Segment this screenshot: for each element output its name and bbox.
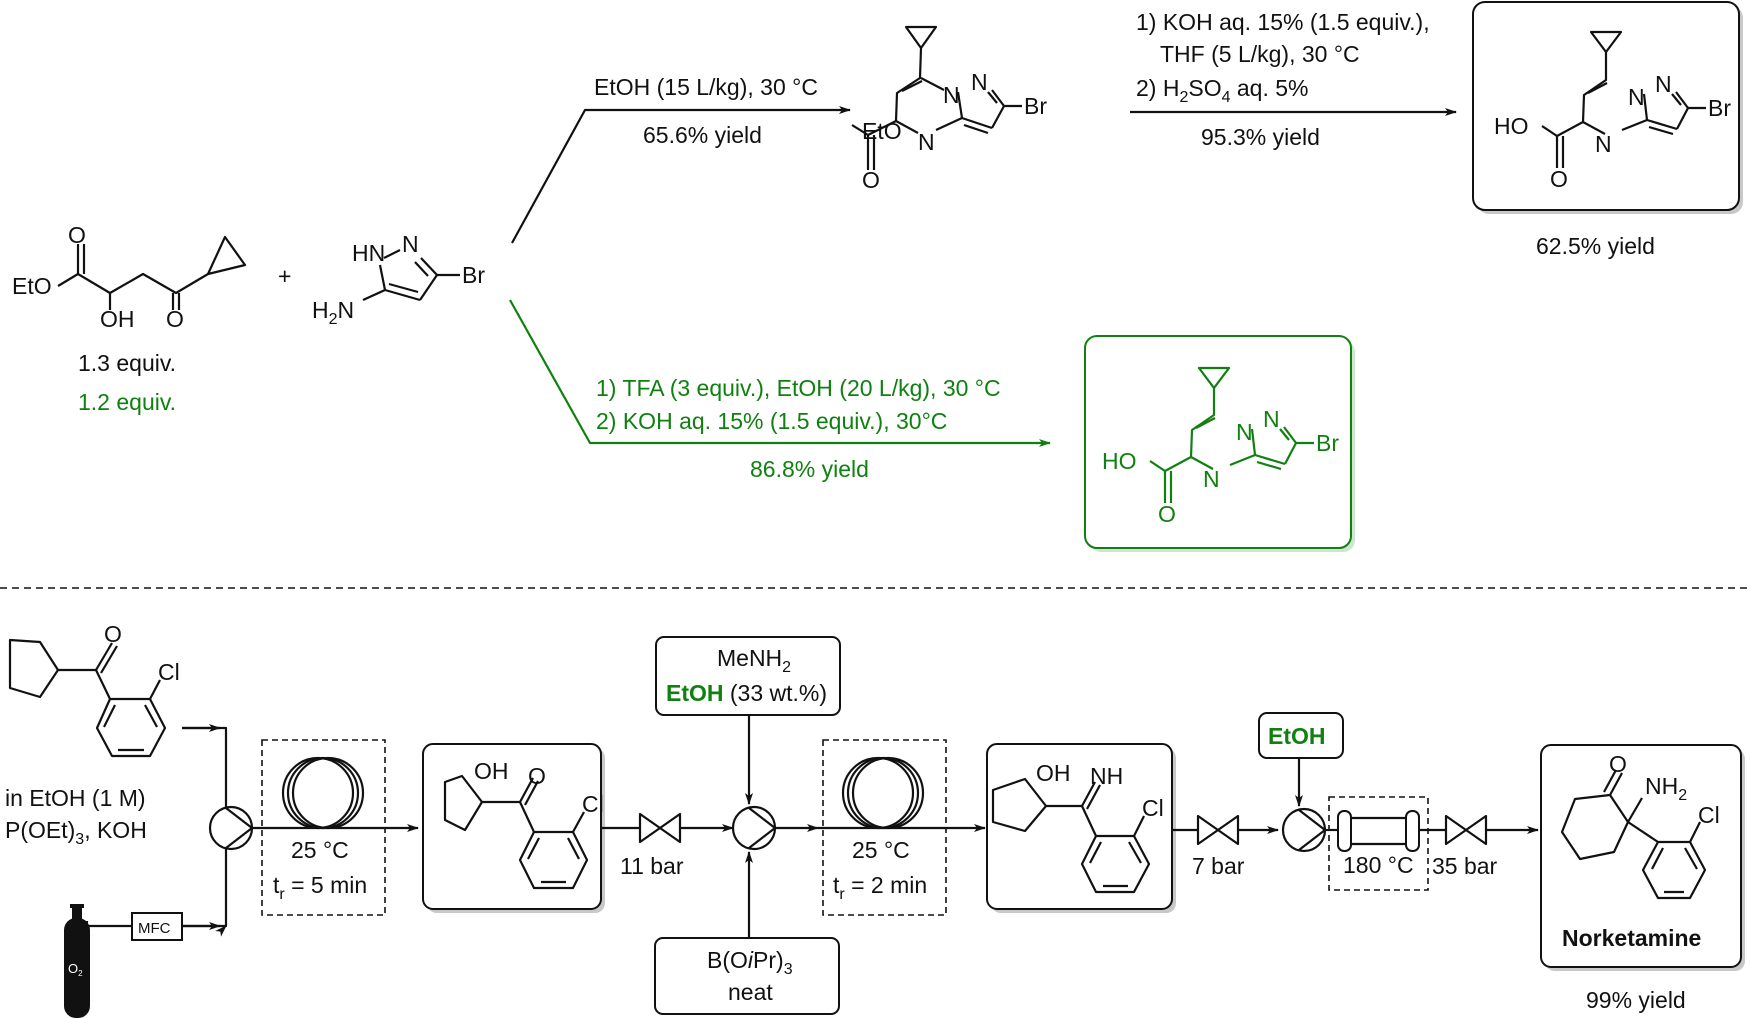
- label-n2: N: [1263, 406, 1280, 432]
- intermediate-ester: EtO O N N N Br: [851, 25, 1047, 193]
- product-name: Norketamine: [1562, 925, 1701, 951]
- intermediate2-box: OH NH Cl: [986, 743, 1176, 913]
- route1-step1-conditions: EtOH (15 L/kg), 30 °C: [594, 74, 818, 100]
- label-n1: N: [1628, 84, 1645, 110]
- pump-1-icon: [208, 805, 254, 851]
- reactant1-equiv-original: 1.3 equiv.: [78, 350, 176, 376]
- label-n3: N: [918, 129, 935, 155]
- arrow-route2: [509, 299, 1051, 447]
- tube-reactor-icon: [1337, 810, 1420, 852]
- norketamine-box: O NH2 Cl Norketamine: [1540, 744, 1745, 971]
- ethanol-feed-label: EtOH: [1268, 723, 1326, 749]
- label-n3: N: [1595, 131, 1612, 157]
- label-n1: N: [1236, 419, 1253, 445]
- amine-feed-line1: MeNH2: [717, 645, 791, 676]
- mfc-label: MFC: [138, 920, 171, 937]
- back-pressure-regulator-3-icon: [1444, 814, 1488, 846]
- label-nh: NH: [1090, 763, 1123, 789]
- route1-step2-yield: 95.3% yield: [1201, 124, 1320, 150]
- label-h2n-h: H2N: [312, 297, 354, 328]
- label-n2: N: [1655, 71, 1672, 97]
- arrow-route1-step1: [511, 106, 851, 244]
- borate-feed-line1: B(OiPr)3: [707, 947, 793, 978]
- label-nh2: NH2: [1645, 773, 1687, 804]
- label-n: N: [402, 231, 419, 257]
- label-oh: OH: [1036, 760, 1071, 786]
- pump-2-icon: [731, 805, 777, 851]
- reactor3-temp: 180 °C: [1343, 852, 1414, 878]
- label-ho: HO: [1494, 113, 1529, 139]
- route1-overall-yield: 62.5% yield: [1536, 233, 1655, 259]
- ethanol-feed-box: EtOH: [1258, 712, 1344, 759]
- product-box-improved: HO O N N N Br: [1084, 335, 1355, 552]
- feed1-reagents: P(OEt)3, KOH: [5, 817, 147, 848]
- label-o: O: [862, 167, 880, 193]
- coil-reactor-2-icon: [841, 756, 925, 830]
- label-cl: Cl: [582, 791, 604, 817]
- route1-step1-yield: 65.6% yield: [643, 122, 762, 148]
- intermediate1-box: OH O Cl: [422, 743, 605, 913]
- route1-step2-line2: THF (5 L/kg), 30 °C: [1160, 41, 1360, 67]
- reactor1-temp: 25 °C: [291, 837, 349, 863]
- label-o: O: [528, 763, 546, 789]
- label-cl: Cl: [1698, 802, 1720, 828]
- label-eto: EtO: [862, 118, 902, 144]
- oxygen-cylinder-icon: O2: [64, 904, 90, 1018]
- reactor2-temp: 25 °C: [852, 837, 910, 863]
- label-oh: OH: [474, 758, 509, 784]
- route2-line1: 1) TFA (3 equiv.), EtOH (20 L/kg), 30 °C: [596, 375, 1001, 401]
- back-pressure-regulator-1-icon: [638, 812, 682, 844]
- amine-feed-line2: EtOH (33 wt.%): [666, 680, 827, 706]
- route1-step2-line1: 1) KOH aq. 15% (1.5 equiv.),: [1136, 9, 1430, 35]
- label-cl: Cl: [158, 659, 180, 685]
- borate-feed-line2: neat: [728, 979, 773, 1005]
- feed1-solvent: in EtOH (1 M): [5, 785, 146, 811]
- pump-3-icon: [1281, 807, 1327, 853]
- route1-step2-line3: 2) H2SO4 aq. 5%: [1136, 75, 1309, 106]
- label-o: O: [1609, 751, 1627, 777]
- feed1-ketone: O Cl: [8, 621, 180, 758]
- label-o-ester: O: [68, 222, 86, 248]
- reactant-aminopyrazole: HN N Br H2N: [312, 231, 485, 328]
- flow-yield: 99% yield: [1586, 987, 1686, 1013]
- label-oh: OH: [100, 306, 135, 332]
- coil-reactor-1-icon: [281, 756, 365, 830]
- bpr2-pressure: 7 bar: [1192, 853, 1245, 879]
- back-pressure-regulator-2-icon: [1196, 814, 1240, 846]
- product-box-original: HO O N N N Br: [1472, 1, 1743, 214]
- label-cl: Cl: [1142, 795, 1164, 821]
- reactor1-residence-time: tr = 5 min: [273, 872, 367, 903]
- label-n2: N: [971, 69, 988, 95]
- reactant-ketoester: EtO O OH O: [12, 222, 247, 332]
- label-n3: N: [1203, 466, 1220, 492]
- label-o: O: [104, 621, 122, 647]
- route2-yield: 86.8% yield: [750, 456, 869, 482]
- label-eto: EtO: [12, 273, 52, 299]
- amine-feed-box: MeNH2 EtOH (33 wt.%): [655, 636, 841, 716]
- label-o: O: [1158, 501, 1176, 527]
- label-hn: HN: [352, 240, 385, 266]
- label-br: Br: [1024, 93, 1047, 119]
- label-ho: HO: [1102, 448, 1137, 474]
- borate-feed-box: B(OiPr)3 neat: [654, 937, 840, 1015]
- label-n1: N: [943, 82, 960, 108]
- mfc-box: [131, 912, 183, 941]
- plus-sign: +: [278, 263, 291, 289]
- reactor2-residence-time: tr = 2 min: [833, 872, 927, 903]
- label-o-ketone: O: [166, 306, 184, 332]
- reactor3-zone: [1328, 796, 1429, 891]
- reactant1-equiv-improved: 1.2 equiv.: [78, 389, 176, 415]
- label-br: Br: [1316, 430, 1339, 456]
- label-br: Br: [462, 262, 485, 288]
- bpr1-pressure: 11 bar: [620, 853, 684, 879]
- bpr3-pressure: 35 bar: [1432, 853, 1498, 879]
- label-o: O: [1550, 166, 1568, 192]
- label-o2: O2: [68, 961, 83, 978]
- route2-line2: 2) KOH aq. 15% (1.5 equiv.), 30°C: [596, 408, 947, 434]
- label-br: Br: [1708, 95, 1731, 121]
